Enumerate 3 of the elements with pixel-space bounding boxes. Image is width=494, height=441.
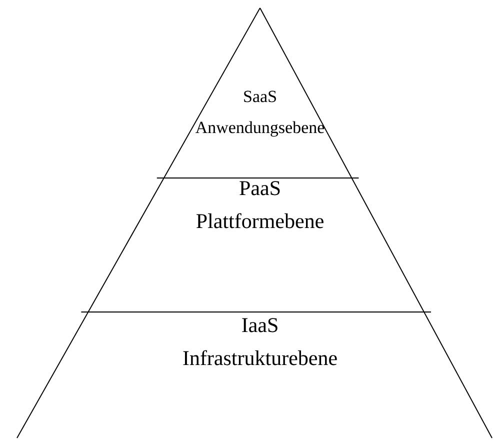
pyramid-level: SaaS Anwendungsebene xyxy=(156,8,360,178)
pyramid-level: IaaS Infrastrukturebene xyxy=(16,312,492,438)
pyramid-level: PaaS Plattformebene xyxy=(80,178,432,312)
